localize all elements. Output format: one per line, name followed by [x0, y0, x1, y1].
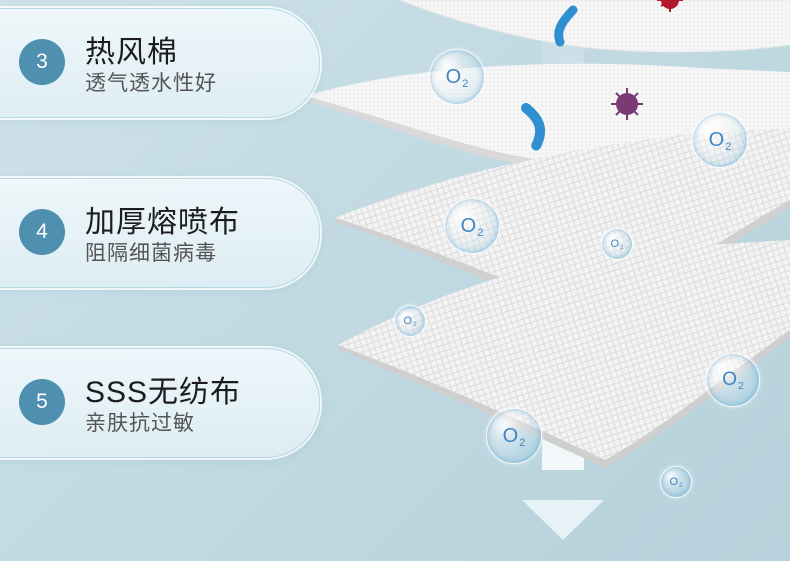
virus-icon	[611, 88, 643, 120]
feature-card-sss-nonwoven: 5 SSS无纺布 亲肤抗过敏	[0, 348, 320, 458]
feature-title: SSS无纺布	[85, 376, 242, 409]
oxygen-bubble-icon: O2	[660, 466, 692, 498]
oxygen-bubble-icon: O2	[486, 408, 542, 464]
feature-number-badge: 3	[19, 39, 65, 85]
oxygen-bubble-icon: O2	[601, 228, 633, 260]
down-arrow-icon	[522, 500, 604, 540]
oxygen-bubble-icon: O2	[429, 49, 485, 105]
oxygen-bubble-icon: O2	[692, 112, 748, 168]
virus-icon	[657, 0, 683, 12]
feature-number-badge: 5	[19, 379, 65, 425]
feature-subtitle: 阻隔细菌病毒	[85, 242, 217, 265]
feature-number-badge: 4	[19, 209, 65, 255]
feature-title: 热风棉	[85, 36, 178, 69]
bacteria-icon	[554, 5, 578, 47]
feature-subtitle: 亲肤抗过敏	[85, 412, 195, 435]
oxygen-bubble-icon: O2	[444, 198, 500, 254]
feature-card-hot-air-cotton: 3 热风棉 透气透水性好	[0, 8, 320, 118]
feature-subtitle: 透气透水性好	[85, 72, 217, 95]
oxygen-bubble-icon: O2	[706, 353, 760, 407]
oxygen-bubble-icon: O2	[394, 305, 426, 337]
feature-card-melt-blown: 4 加厚熔喷布 阻隔细菌病毒	[0, 178, 320, 288]
bacteria-icon	[521, 103, 545, 151]
feature-title: 加厚熔喷布	[85, 206, 240, 239]
